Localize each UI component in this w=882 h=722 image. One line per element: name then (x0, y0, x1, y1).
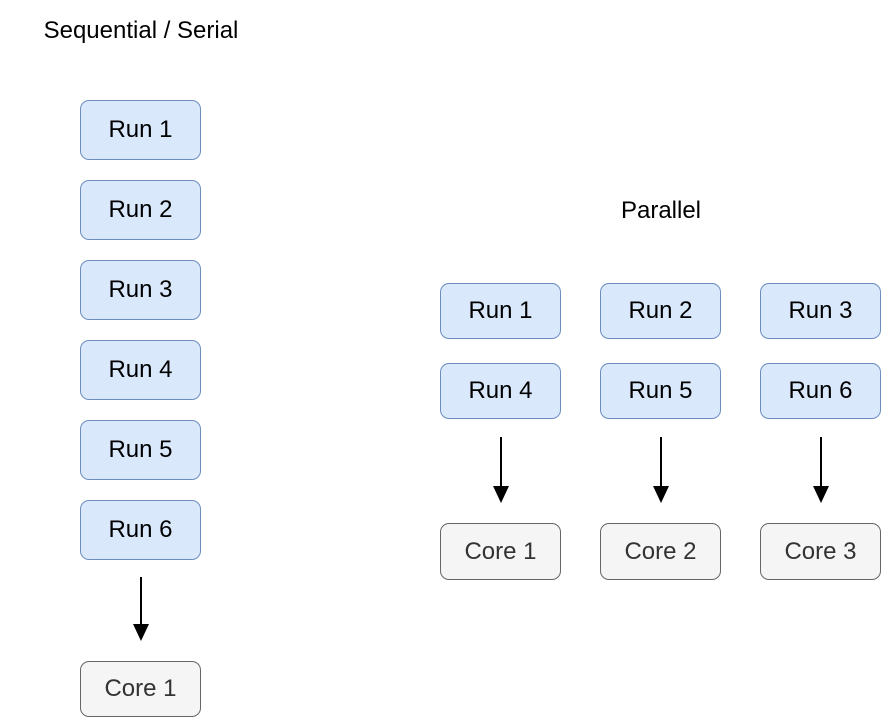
arrow-down-icon (492, 437, 509, 503)
arrow-head (812, 486, 829, 503)
par-col2-run-5-box: Run 5 (600, 363, 721, 419)
seq-run-5-box: Run 5 (80, 420, 201, 480)
arrow-stem (659, 437, 662, 486)
arrow-down-icon (132, 577, 149, 641)
seq-run-2-box: Run 2 (80, 180, 201, 240)
seq-run-3-box: Run 3 (80, 260, 201, 320)
arrow-down-icon (812, 437, 829, 503)
seq-core-1-box: Core 1 (80, 661, 201, 717)
arrow-down-icon (652, 437, 669, 503)
par-col3-run-6-box: Run 6 (760, 363, 881, 419)
seq-run-4-box: Run 4 (80, 340, 201, 400)
par-core-1-box: Core 1 (440, 523, 561, 580)
arrow-head (492, 486, 509, 503)
arrow-stem (499, 437, 502, 486)
arrow-stem (139, 577, 142, 624)
seq-run-1-box: Run 1 (80, 100, 201, 160)
arrow-stem (819, 437, 822, 486)
arrow-head (132, 624, 149, 641)
sequential-title: Sequential / Serial (43, 17, 239, 44)
par-core-2-box: Core 2 (600, 523, 721, 580)
arrow-head (652, 486, 669, 503)
par-col1-run-1-box: Run 1 (440, 283, 561, 339)
par-core-3-box: Core 3 (760, 523, 881, 580)
parallel-title: Parallel (620, 197, 702, 224)
par-col1-run-4-box: Run 4 (440, 363, 561, 419)
par-col2-run-2-box: Run 2 (600, 283, 721, 339)
seq-run-6-box: Run 6 (80, 500, 201, 560)
par-col3-run-3-box: Run 3 (760, 283, 881, 339)
